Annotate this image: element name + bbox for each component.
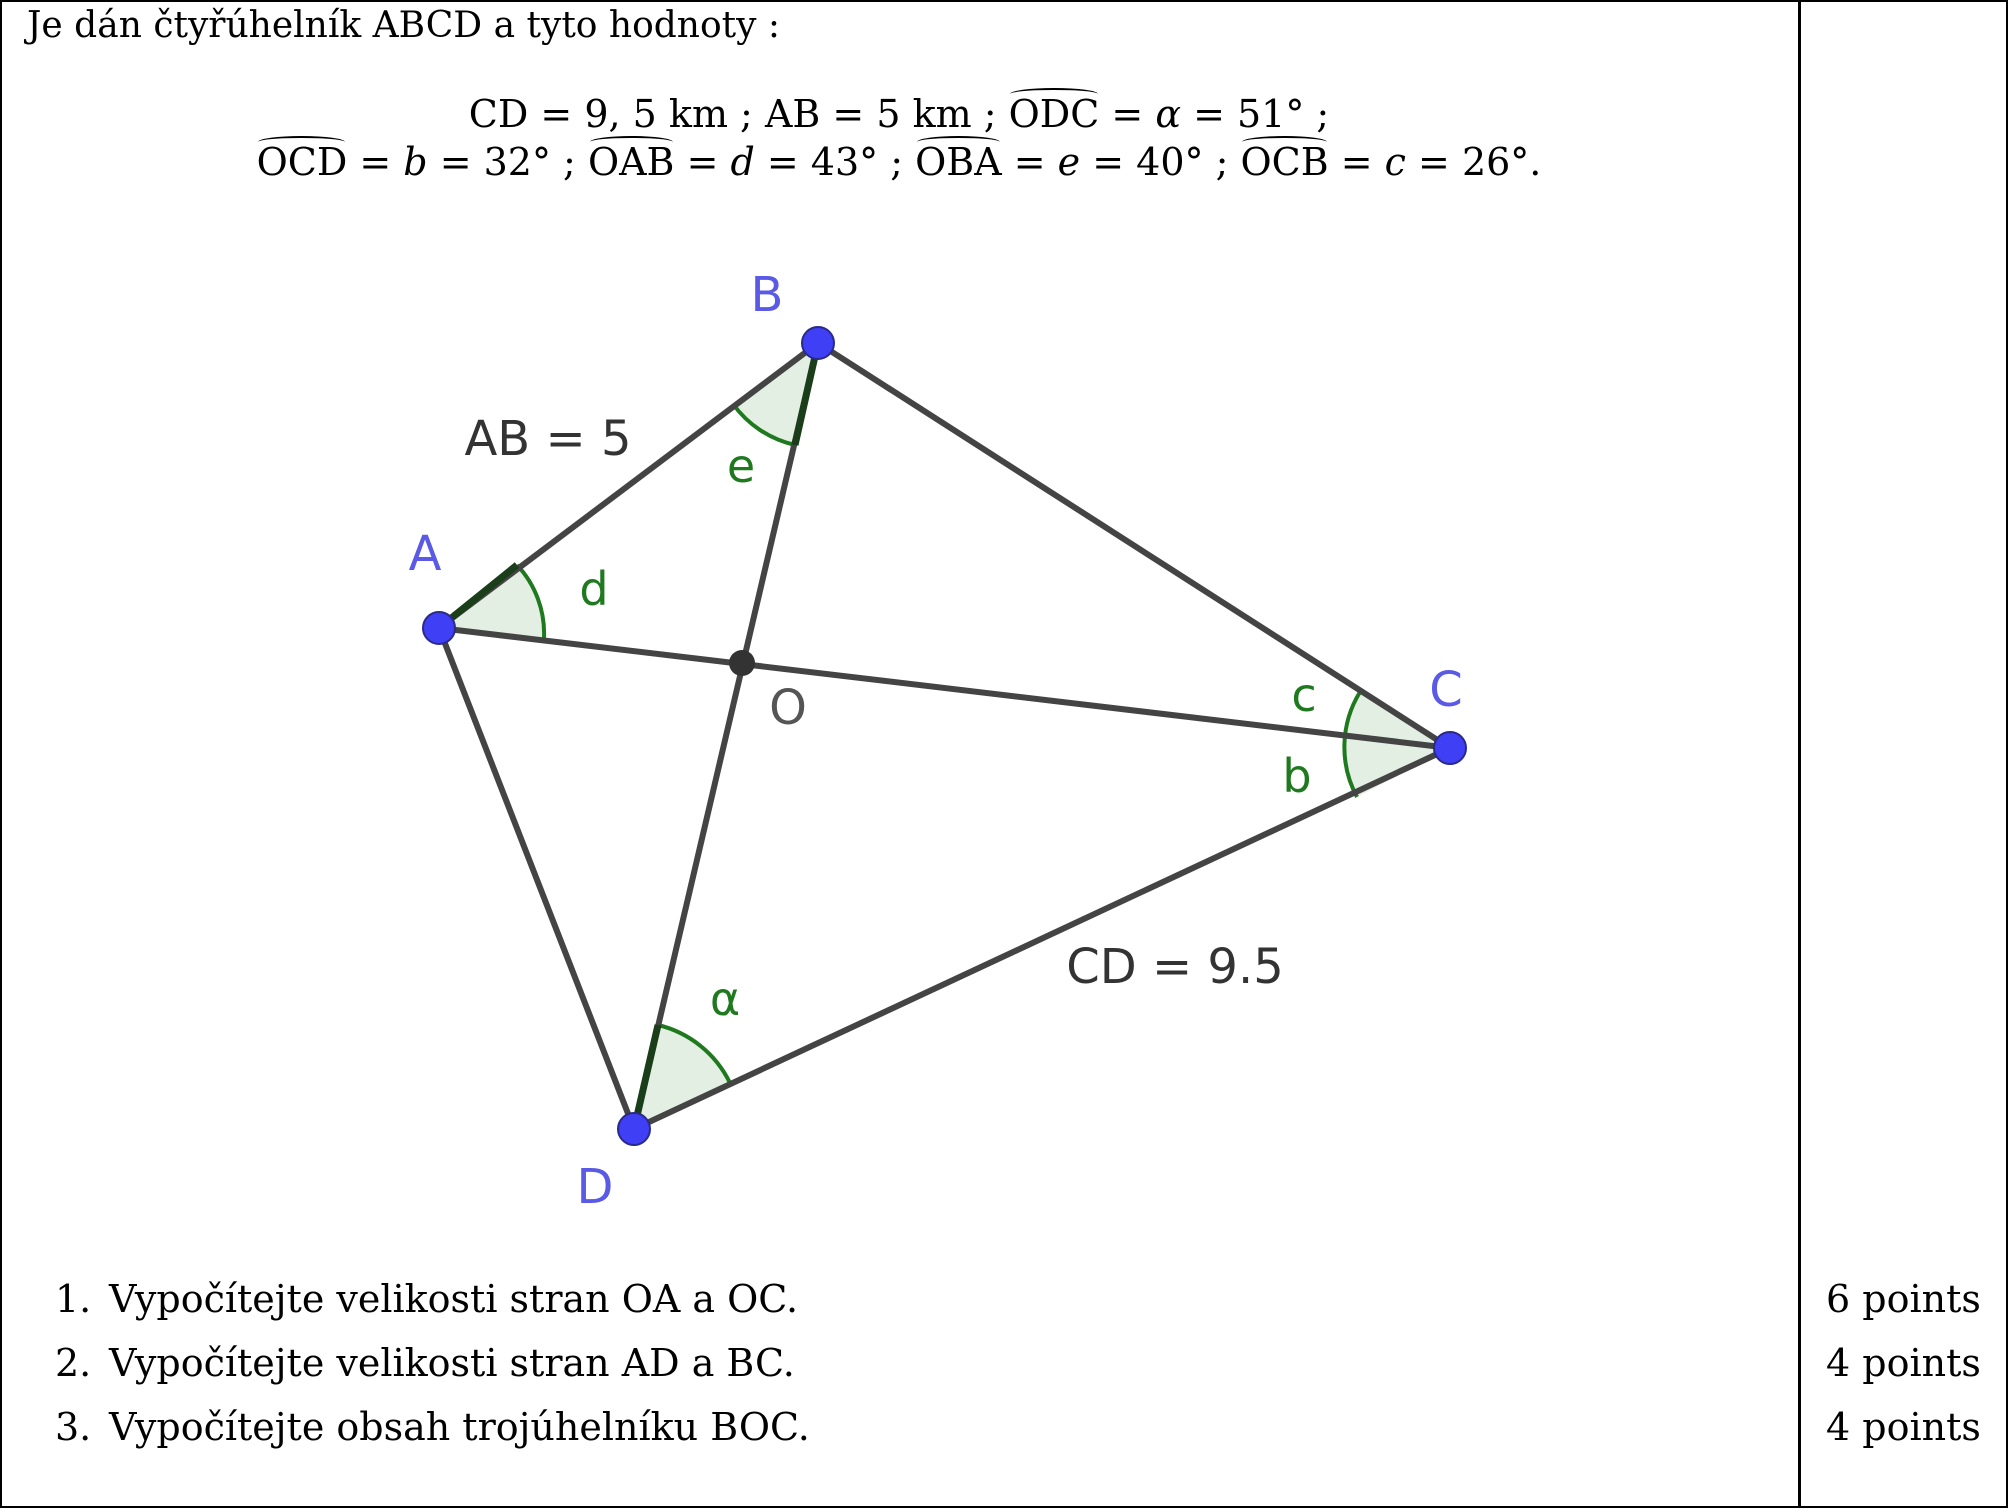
formula-oab: OAB = d = 43° ; <box>587 136 904 184</box>
intro-text: Je dán čtyřúhelník ABCD a tyto hodnoty : <box>27 5 781 46</box>
angle-label-b: b <box>1282 749 1311 803</box>
label-o: O <box>769 680 807 736</box>
angle-odc-var: α <box>1155 92 1181 136</box>
angle-oba-value: = 40° ; <box>1080 140 1229 184</box>
angle-ocd-name: OCD <box>256 136 348 184</box>
angle-e-wedge <box>733 343 818 445</box>
angle-oab-name: OAB <box>587 136 675 184</box>
angle-alpha-arc <box>657 1023 732 1084</box>
task-3-points: 4 points <box>1826 1405 1981 1449</box>
diagonal-bd <box>631 342 821 1130</box>
angle-ocb-eq: = <box>1328 140 1385 184</box>
vertex-b <box>801 326 835 360</box>
task-3-number: 3. <box>55 1405 92 1449</box>
angle-oab-value: = 43° ; <box>754 140 904 184</box>
diagonal-ac <box>438 625 1451 751</box>
angle-oba-name: OBA <box>915 136 1002 184</box>
label-b: B <box>751 267 784 323</box>
task-3: 3. Vypočítejte obsah trojúhelníku BOC. <box>55 1404 810 1450</box>
angle-odc-value: = 51° ; <box>1180 92 1330 136</box>
angle-odc-eq: = <box>1099 92 1156 136</box>
angle-oba-eq: = <box>1001 140 1058 184</box>
vertex-a <box>422 611 456 645</box>
task-1-points: 6 points <box>1826 1277 1981 1321</box>
angle-ocb-name: OCB <box>1240 136 1329 184</box>
center-o <box>729 650 755 676</box>
angle-cb-arc <box>1342 690 1362 798</box>
angle-ocd-var: b <box>403 140 428 184</box>
formula-cd: CD = 9, 5 km ; <box>468 92 753 136</box>
label-c: C <box>1429 662 1463 718</box>
angle-ocd-eq: = <box>347 140 404 184</box>
task-2: 2. Vypočítejte velikosti stran AD a BC. <box>55 1340 795 1386</box>
vertex-d <box>617 1112 651 1146</box>
formula-line-2: OCD = b = 32° ; OAB = d = 43° ; OBA = e … <box>0 136 1798 184</box>
formula-ocb: OCB = c = 26°. <box>1240 136 1542 184</box>
length-label-cd: CD = 9.5 <box>1066 939 1284 995</box>
formula-ab: AB = 5 km ; <box>764 92 997 136</box>
vertex-c <box>1433 731 1467 765</box>
task-2-points: 4 points <box>1826 1341 1981 1385</box>
angle-label-e: e <box>727 439 755 493</box>
task-2-number: 2. <box>55 1341 92 1385</box>
segment-bc <box>816 340 1452 751</box>
angle-oab-var: d <box>730 140 755 184</box>
angle-e-arc <box>731 402 796 447</box>
angle-ocb-value: = 26°. <box>1405 140 1542 184</box>
angle-d-arc <box>515 563 547 639</box>
points-column-divider <box>1798 0 1801 1508</box>
angle-label-d: d <box>579 562 608 616</box>
angle-ocd-value: = 32° ; <box>427 140 576 184</box>
segment-cd <box>632 745 1452 1132</box>
formula-oba: OBA = e = 40° ; <box>915 136 1229 184</box>
task-1: 1. Vypočítejte velikosti stran OA a OC. <box>55 1276 798 1322</box>
formula-ocd: OCD = b = 32° ; <box>256 136 576 184</box>
length-label-ab: AB = 5 <box>464 411 631 467</box>
task-2-text: Vypočítejte velikosti stran AD a BC. <box>109 1341 795 1385</box>
formula-line-1: CD = 9, 5 km ; AB = 5 km ; ODC = α = 51°… <box>0 88 1798 136</box>
angle-odc-name: ODC <box>1008 88 1100 136</box>
task-1-number: 1. <box>55 1277 92 1321</box>
angle-label-c: c <box>1291 668 1316 722</box>
task-3-text: Vypočítejte obsah trojúhelníku BOC. <box>109 1405 810 1449</box>
segment-da <box>436 626 637 1131</box>
angle-oab-eq: = <box>674 140 731 184</box>
angle-ocb-var: c <box>1384 140 1406 184</box>
angle-d-wedge <box>439 565 545 638</box>
angle-e-ray <box>791 342 822 446</box>
label-a: A <box>409 526 442 582</box>
angle-oba-var: e <box>1057 140 1081 184</box>
label-d: D <box>577 1159 614 1215</box>
angle-label-alpha: α <box>710 972 740 1026</box>
formula-odc: ODC = α = 51° ; <box>1008 88 1330 136</box>
task-1-text: Vypočítejte velikosti stran OA a OC. <box>109 1277 799 1321</box>
angle-alpha-ray <box>630 1024 662 1130</box>
